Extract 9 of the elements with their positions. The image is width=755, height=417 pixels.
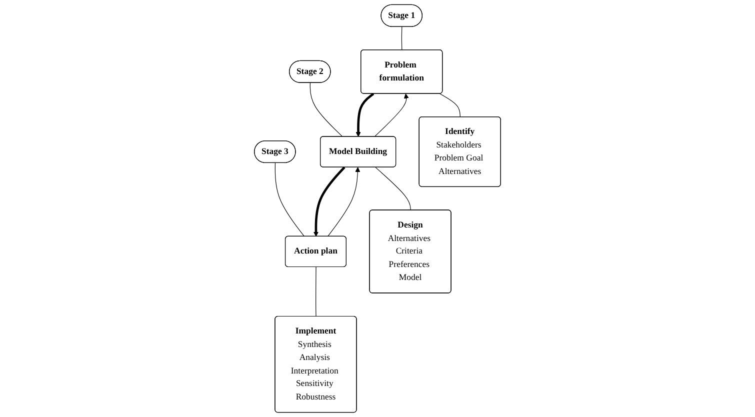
arrow bbox=[374, 94, 409, 137]
arrow bbox=[356, 92, 374, 137]
connector bbox=[401, 26, 402, 50]
connector bbox=[375, 167, 411, 211]
connector bbox=[274, 162, 305, 237]
arrow bbox=[327, 167, 360, 237]
connector bbox=[440, 93, 460, 118]
connector bbox=[310, 82, 343, 137]
arrow bbox=[313, 166, 346, 237]
